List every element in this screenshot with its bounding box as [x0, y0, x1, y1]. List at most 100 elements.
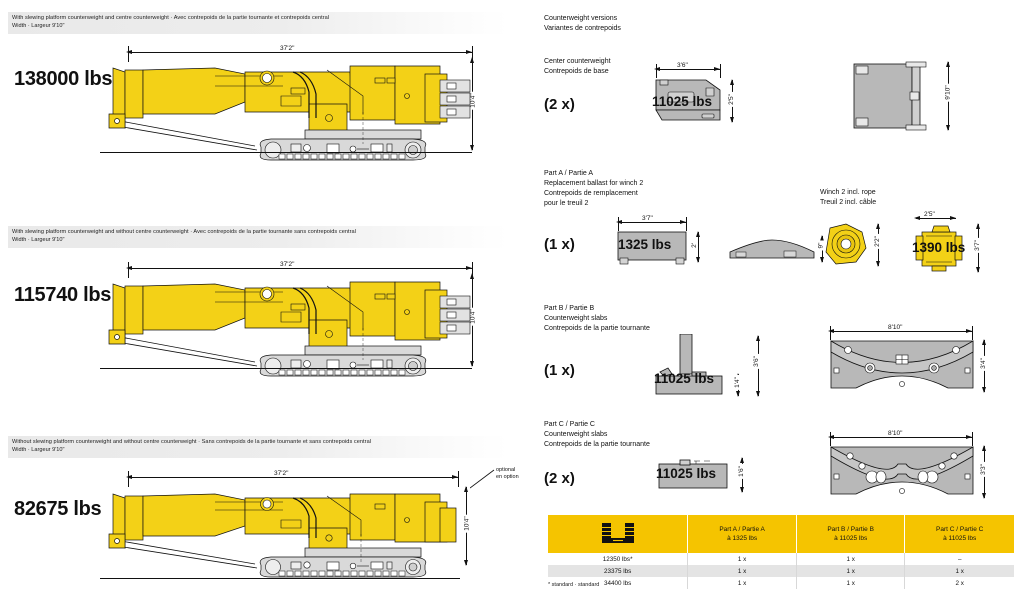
length-dim-line-3: [128, 477, 458, 478]
height-dim-arrow-down-2: [469, 361, 474, 367]
center-cw-width-tick-left: [656, 64, 657, 78]
part-c-weight: 11025 lbs: [656, 466, 717, 481]
center-counterweight-front-view: [655, 79, 721, 121]
winch2-side-arrow-down: [875, 261, 880, 267]
length-dim-tick-left-1: [128, 46, 129, 62]
table-cell-total: 34400 lbs: [548, 577, 689, 589]
length-dim-text-3: 37'2": [272, 470, 291, 477]
part-b-title-line1: Part B / Partie B: [544, 305, 595, 312]
length-dim-tick-right-3: [458, 471, 459, 487]
height-dim-arrow-up-1: [469, 57, 474, 63]
part-b-qty: (1 x): [544, 362, 575, 379]
ground-line-1: [100, 152, 472, 153]
table-cell-part-a: 1 x: [687, 553, 797, 565]
table-cell-total: 23375 lbs: [548, 565, 689, 577]
part-b-title-line2: Counterweight slabs: [544, 315, 608, 322]
part-b-slab-plan-view: [830, 340, 974, 389]
part-c-title-line3: Contrepoids de la partie tournante: [544, 441, 650, 448]
winch2-side-arrow-up: [875, 223, 880, 229]
length-dim-text-2: 37'2": [278, 261, 297, 268]
center-cw-qty: (2 x): [544, 96, 575, 113]
part-c-slab-height-text: 1'6": [737, 464, 745, 479]
winch2-front-height-text: 3'7": [973, 238, 981, 253]
center-cw-weight: 11025 lbs: [652, 94, 713, 109]
variant-caption-line2: Width · Largeur 9'10": [12, 237, 65, 243]
center-cw-width-text: 3'6": [675, 62, 690, 69]
length-dim-text-1: 37'2": [278, 45, 297, 52]
part-c-slab-depth-arrow-up: [981, 445, 986, 451]
table-cell-part-a: 1 x: [687, 565, 797, 577]
ground-line-3: [100, 578, 460, 579]
part-b-weight: 11025 lbs: [654, 371, 715, 386]
center-cw-side-arrow-up: [945, 61, 950, 67]
table-header-part-c-line2: à 11025 lbs: [943, 535, 977, 542]
variant-caption-banner-3: Without slewing platform counterweight a…: [8, 436, 508, 458]
part-c-slab-depth-arrow-down: [981, 493, 986, 499]
part-a-title-line4: pour le treuil 2: [544, 200, 589, 207]
winch2-front-arrow-down: [975, 267, 980, 273]
table-cell-part-c: –: [904, 553, 1014, 565]
part-c-slab-width-tick-left: [830, 432, 831, 446]
part-c-slab-arrow-down: [739, 487, 744, 493]
part-b-slab-height-text: 1'4": [733, 375, 741, 390]
center-cw-side-arrow-down: [945, 125, 950, 131]
variant-caption-line1: With slewing platform counterweight and …: [12, 15, 330, 21]
part-c-title-line2: Counterweight slabs: [544, 431, 608, 438]
part-a-side-arrow-up: [819, 235, 824, 241]
panel-heading-line2: Variantes de contrepoids: [544, 25, 621, 32]
optional-note-line2: en option: [496, 474, 519, 480]
part-a-height-text: 2': [690, 241, 698, 250]
center-cw-width-arrow-left: [654, 66, 660, 71]
table-header-part-c: Part C / Partie C à 11025 lbs: [904, 515, 1014, 553]
table-row: 23375 lbs 1 x 1 x 1 x: [548, 565, 1014, 577]
center-cw-title-line1: Center counterweight: [544, 58, 611, 65]
winch2-title-line2: Treuil 2 incl. câble: [820, 199, 877, 206]
table-header-row: Part A / Partie A à 1325 lbs Part B / Pa…: [548, 515, 1014, 553]
table-header-part-a-line1: Part A / Partie A: [719, 526, 765, 533]
part-c-qty: (2 x): [544, 470, 575, 487]
counterweight-combination-table: Part A / Partie A à 1325 lbs Part B / Pa…: [548, 515, 1014, 589]
part-a-weight: 1325 lbs: [618, 237, 672, 252]
height-dim-arrow-down-3: [463, 560, 468, 566]
part-c-front-view: [658, 459, 728, 489]
part-a-side-arrow-down: [819, 257, 824, 263]
part-a-width-arrow-right: [680, 219, 686, 224]
variant-caption-line2: Width · Largeur 9'10": [12, 23, 65, 29]
part-c-slab-width-tick-right: [972, 432, 973, 446]
part-a-width-tick-right: [686, 217, 687, 231]
table-header-part-a: Part A / Partie A à 1325 lbs: [687, 515, 797, 553]
part-c-slab-depth-text: 3'3": [979, 462, 987, 477]
winch2-front-arrow-up: [975, 223, 980, 229]
table-cell-part-b: 1 x: [796, 577, 906, 589]
length-dim-line-2: [128, 268, 472, 269]
winch2-width-arrow-right: [950, 215, 956, 220]
variant-weight-2: 115740 lbs: [14, 284, 112, 306]
optional-note-line1: optional: [496, 467, 516, 473]
table-header-part-b-line2: à 11025 lbs: [834, 535, 868, 542]
part-a-height-dim-line: [698, 232, 699, 262]
length-dim-tick-left-2: [128, 262, 129, 278]
crane-drawing-2: [108, 281, 471, 377]
winch2-width-arrow-left: [914, 215, 920, 220]
table-cell-part-b: 1 x: [796, 565, 906, 577]
crane-variants-column: With slewing platform counterweight and …: [8, 12, 519, 579]
part-a-height-arrow-down: [695, 257, 700, 263]
part-a-title-line2: Replacement ballast for winch 2: [544, 180, 644, 187]
table-cell-part-b: 1 x: [796, 553, 906, 565]
variant-caption-banner-2: With slewing platform counterweight and …: [8, 226, 508, 248]
part-b-slab-width-tick-left: [830, 326, 831, 340]
table-cell-total: 12350 lbs*: [548, 553, 689, 565]
table-header-part-b: Part B / Partie B à 11025 lbs: [796, 515, 906, 553]
length-dim-arrow-right-3: [452, 474, 458, 479]
part-b-slab-depth-arrow-down: [981, 387, 986, 393]
part-c-slab-width-arrow-left: [828, 434, 834, 439]
center-cw-width-dim-line: [656, 69, 720, 70]
winch2-weight: 1390 lbs: [912, 240, 966, 255]
part-a-width-text: 3'7": [640, 215, 655, 222]
part-a-title-line3: Contrepoids de remplacement: [544, 190, 638, 197]
height-dim-arrow-up-2: [469, 273, 474, 279]
length-dim-arrow-left-2: [126, 265, 132, 270]
table-header-part-c-line1: Part C / Partie C: [936, 526, 984, 533]
crane-drawing-1: [108, 65, 471, 161]
